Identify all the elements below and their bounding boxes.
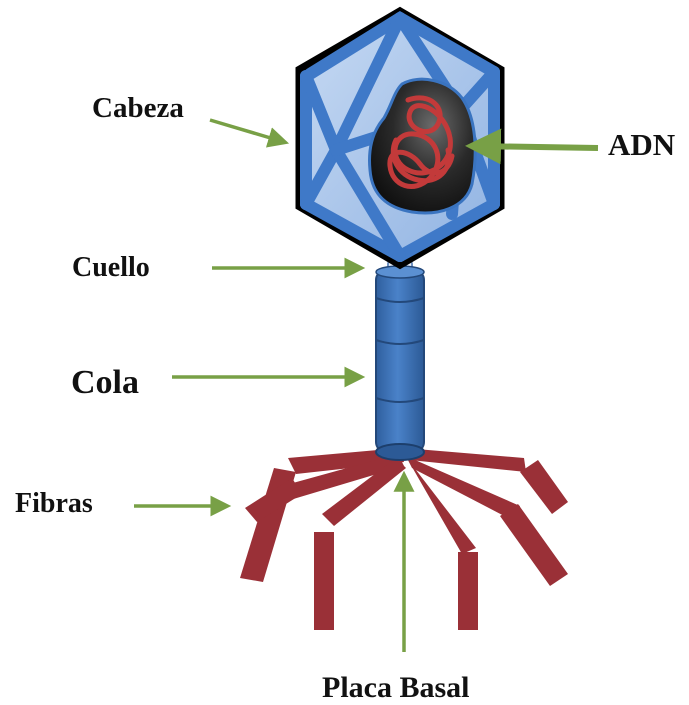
fiber-right-mid-lower [500,504,568,586]
tail-sheath [376,270,424,452]
label-placa-basal: Placa Basal [322,671,470,705]
label-cabeza: Cabeza [92,92,184,125]
fiber-right-outer-lower [520,460,568,514]
label-fibras: Fibras [15,488,93,520]
fiber-left-inner-lower [314,532,334,630]
arrow-adn [474,146,598,148]
fiber-right-inner-lower [458,552,478,630]
label-cola: Cola [71,364,139,402]
label-cuello: Cuello [72,252,150,284]
arrow-cabeza [210,120,284,142]
label-adn: ADN [608,127,675,163]
tail [376,260,424,460]
capsid-head [300,12,500,264]
baseplate [376,444,424,460]
